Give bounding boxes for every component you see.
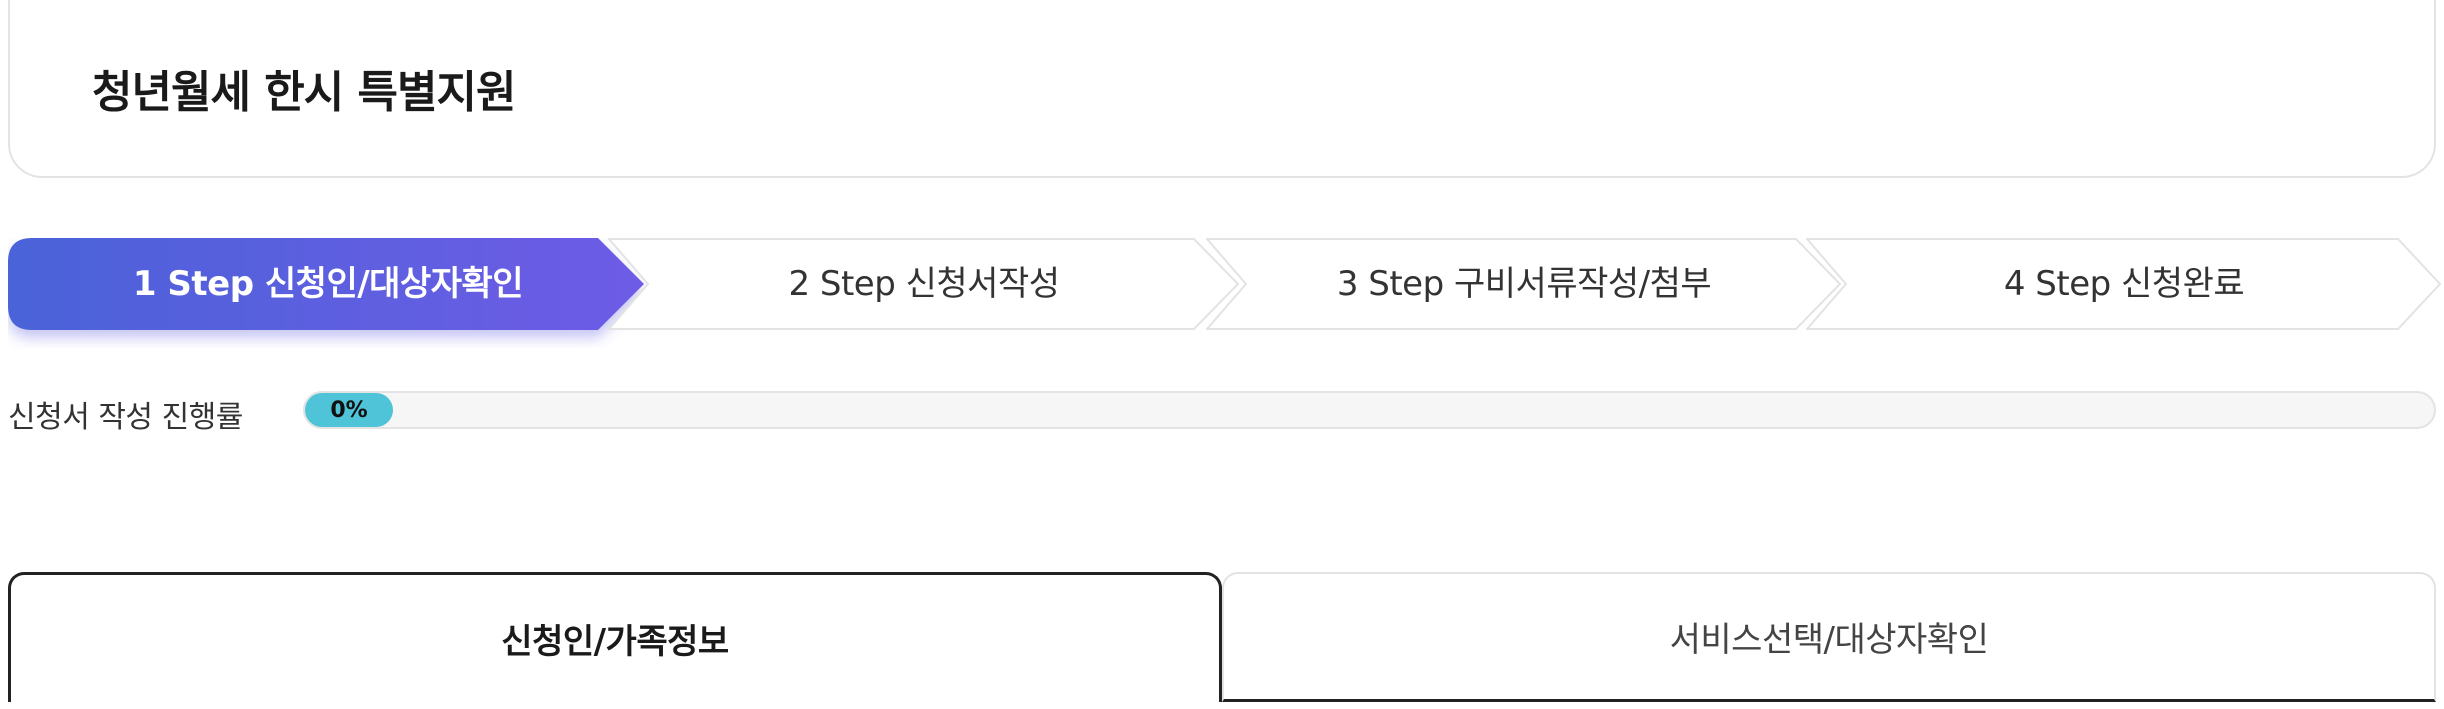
step-indicator: 1 Step 신청인/대상자확인 2 Step 신청서작성 3 Step 구비서… [0,226,2444,336]
step-4-label: 4 Step 신청완료 [1806,238,2442,330]
step-4-arrow-shape [1806,238,2442,330]
step-1-text: 신청인/대상자확인 [264,264,524,304]
step-3: 3 Step 구비서류작성/첨부 [1206,238,1842,330]
tab-applicant-family-info[interactable]: 신청인/가족정보 [8,572,1222,702]
progress-row: 신청서 작성 진행률 0% [0,388,2444,438]
tab-service-selection[interactable]: 서비스선택/대상자확인 [1222,572,2436,702]
page-title: 청년월세 한시 특별지원 [92,67,516,118]
progress-fill: 0% [305,393,393,427]
step-4-text: 신청완료 [2121,264,2245,304]
page-title-card: 청년월세 한시 특별지원 [8,0,2436,178]
step-1-number: 1 Step [132,264,254,304]
step-1-arrow-shape [8,238,644,330]
step-4-number: 4 Step [2003,264,2111,304]
step-1: 1 Step 신청인/대상자확인 [8,238,648,330]
progress-bar: 0% [303,391,2436,429]
step-1-label: 1 Step 신청인/대상자확인 [8,238,648,330]
progress-value: 0% [330,397,368,423]
step-2: 2 Step 신청서작성 [608,238,1240,330]
progress-label: 신청서 작성 진행률 [8,400,243,435]
step-2-arrow-shape [608,238,1240,330]
step-2-text: 신청서작성 [905,264,1060,304]
step-4: 4 Step 신청완료 [1806,238,2442,330]
step-3-number: 3 Step [1336,264,1444,304]
step-3-text: 구비서류작성/첨부 [1453,264,1712,304]
step-2-number: 2 Step [788,264,896,304]
step-2-label: 2 Step 신청서작성 [608,238,1240,330]
form-tabs: 신청인/가족정보 서비스선택/대상자확인 [0,570,2444,709]
step-3-arrow-shape [1206,238,1842,330]
step-3-label: 3 Step 구비서류작성/첨부 [1206,238,1842,330]
